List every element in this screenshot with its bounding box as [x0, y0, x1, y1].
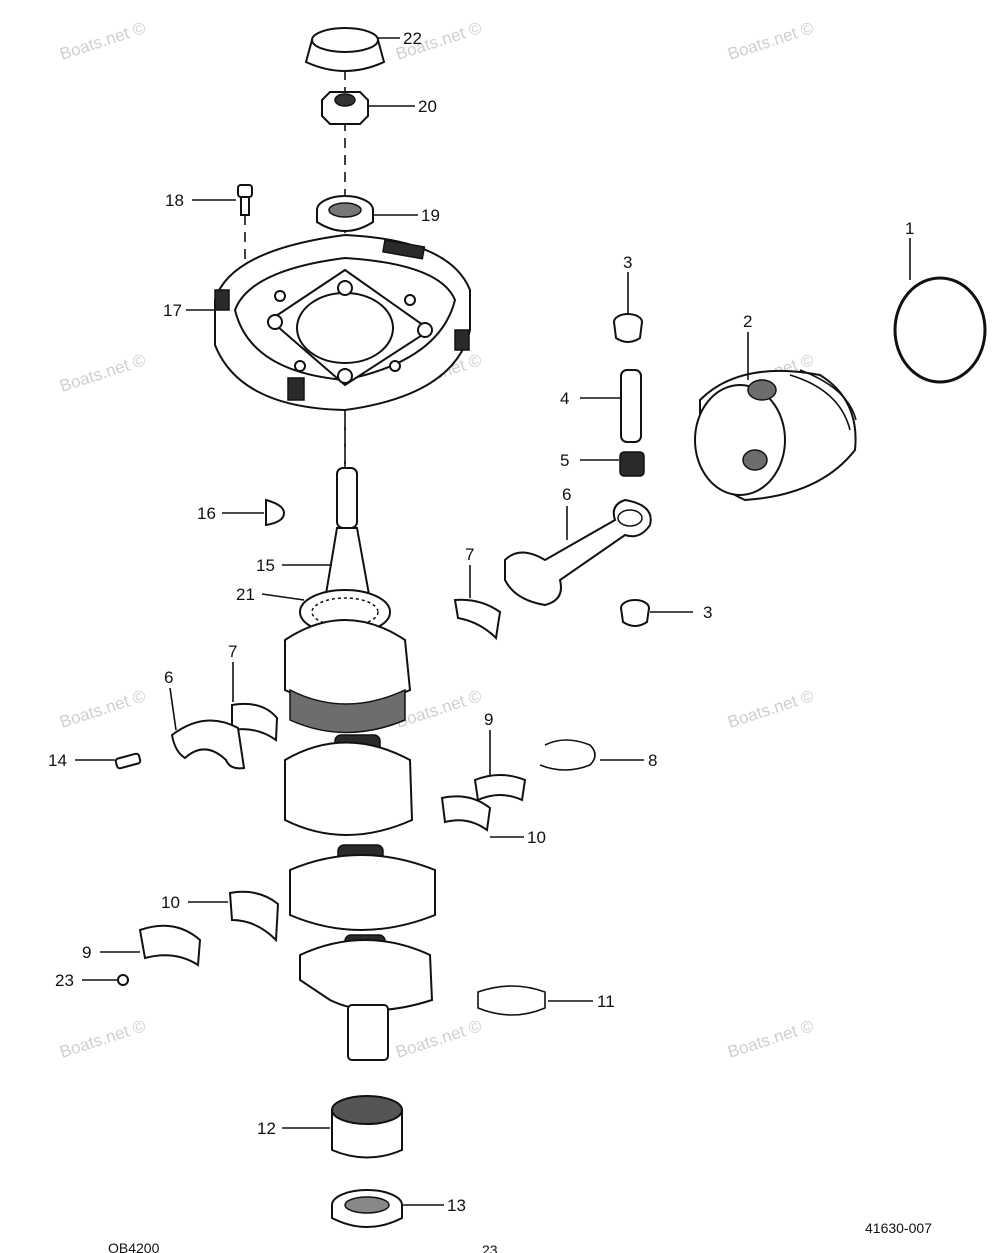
connecting-rod-part [504, 498, 652, 607]
callout-label: 3 [623, 253, 632, 272]
watermark: Boats.net © [57, 686, 148, 732]
callout-label: 21 [236, 585, 255, 604]
piston-part [694, 369, 857, 502]
watermark: Boats.net © [393, 1016, 484, 1062]
callout-label: 13 [447, 1196, 466, 1215]
crankshaft-part [284, 467, 436, 1061]
callout-label: 2 [743, 312, 752, 331]
callout-numbers: 22 20 19 18 17 3 1 2 4 5 16 6 15 7 21 3 … [48, 29, 914, 1215]
page-fragment: 23 [482, 1242, 498, 1253]
bushing-part [613, 313, 643, 343]
callout-label: 6 [562, 485, 571, 504]
bearing-race-part [138, 924, 202, 967]
bearing-race-part [473, 774, 527, 802]
callout-label: 15 [256, 556, 275, 575]
callout-label: 3 [703, 603, 712, 622]
bushing-part [620, 599, 650, 627]
lower-seal-part [331, 1189, 403, 1228]
callout-label: 8 [648, 751, 657, 770]
callout-label: 19 [421, 206, 440, 225]
bearing-half-part [231, 702, 279, 742]
bearing-cage-part [440, 795, 492, 832]
callout-label: 16 [197, 504, 216, 523]
leader-lines [75, 37, 911, 1206]
watermark: Boats.net © [57, 1016, 148, 1062]
bearing-half-part [453, 598, 502, 641]
stator-plate-part [214, 233, 471, 412]
callout-label: 4 [560, 389, 569, 408]
callout-label: 10 [527, 828, 546, 847]
screw-part [237, 184, 253, 216]
callout-label: 11 [597, 992, 615, 1011]
rod-cap-part [170, 719, 246, 770]
retaining-ring-part [539, 739, 596, 771]
woodruff-key-part [265, 498, 286, 527]
callout-label: 12 [257, 1119, 276, 1138]
callout-label: 18 [165, 191, 184, 210]
watermark: Boats.net © [725, 686, 816, 732]
nut-part [321, 91, 369, 125]
callout-label: 7 [228, 642, 237, 661]
drawing-reference: 41630-007 [865, 1220, 932, 1236]
watermark: Boats.net © [393, 686, 484, 732]
watermark: Boats.net © [725, 1016, 816, 1062]
callout-label: 5 [560, 451, 569, 470]
callout-label: 20 [418, 97, 437, 116]
seal-part [316, 195, 374, 232]
callout-label: 22 [403, 29, 422, 48]
watermark: Boats.net © [57, 350, 148, 396]
bearing-cage-part [228, 890, 280, 943]
callout-label: 23 [55, 971, 74, 990]
callout-label: 9 [484, 710, 493, 729]
callout-label: 6 [164, 668, 173, 687]
callout-label: 14 [48, 751, 67, 770]
roller-bearing-part [331, 1095, 403, 1159]
cap-part [304, 27, 386, 72]
watermark: Boats.net © [57, 18, 148, 64]
needle-bearing-part [619, 451, 645, 477]
callout-label: 9 [82, 943, 91, 962]
seal-ring-part [477, 985, 546, 1016]
callout-label: 17 [163, 301, 182, 320]
callout-label: 7 [465, 545, 474, 564]
watermark: Boats.net © [725, 18, 816, 64]
rod-bolt-part [114, 752, 142, 770]
piston-ring-part [893, 276, 987, 384]
callout-label: 10 [161, 893, 180, 912]
page-reference: OB4200 [108, 1240, 160, 1253]
callout-label: 1 [905, 219, 914, 238]
piston-pin-part [620, 369, 642, 443]
dowel-pin-part [117, 974, 129, 986]
